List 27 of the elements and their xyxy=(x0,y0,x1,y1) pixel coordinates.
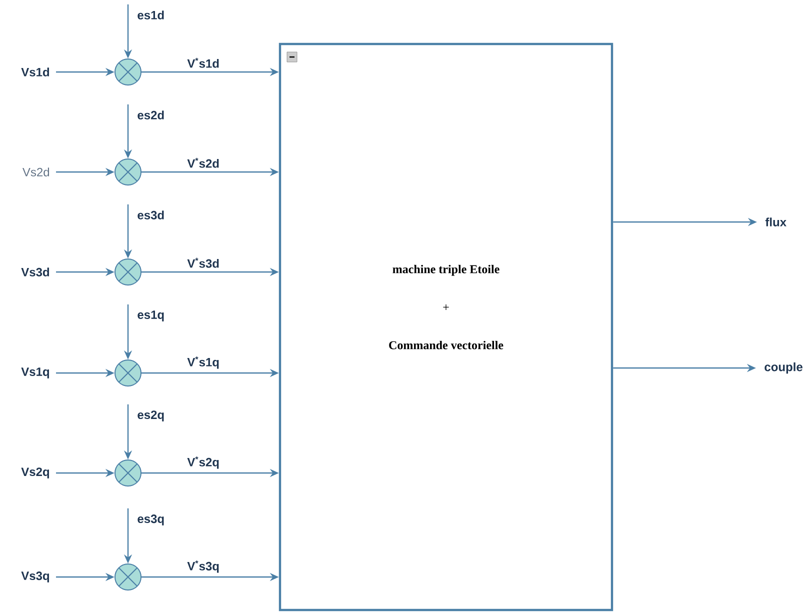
disturbance-label: es2q xyxy=(138,410,164,422)
input-label: Vs3q xyxy=(21,572,49,582)
input-label: Vs1d xyxy=(21,68,50,76)
edge-label: V$^{*}$s2d xyxy=(186,156,220,169)
disturbance-label: es1q xyxy=(138,310,164,322)
disturbance-label: es2d xyxy=(138,110,164,120)
disturbance-label: es3q xyxy=(138,514,164,526)
multiplier-circle xyxy=(114,360,142,386)
edge-label: V$^{*}$s2q xyxy=(186,455,220,470)
input-label: Vs2d xyxy=(22,168,50,176)
input-label: Vs2q xyxy=(21,468,49,478)
edge-label: V$^{*}$s3q xyxy=(186,559,220,574)
multiplier-circle xyxy=(114,158,142,186)
disturbance-label: es1d xyxy=(138,10,164,20)
edge-label: V$^{*}$s3d xyxy=(186,256,220,269)
input-label: Vs1q xyxy=(21,368,49,378)
output-label: couple xyxy=(764,362,802,374)
multiplier-circle xyxy=(114,258,142,286)
multiplier-circle xyxy=(114,460,142,486)
multiplier-circle xyxy=(114,564,142,590)
disturbance-label: es3d xyxy=(138,210,164,220)
edge-label: V$^{*}$s1d xyxy=(186,56,220,69)
output-label: flux xyxy=(765,218,786,226)
input-label: Vs3d xyxy=(21,268,50,276)
multiplier-circle xyxy=(114,58,142,86)
edge-label: V$^{*}$s1q xyxy=(186,355,220,370)
system-block: machine triple Etoile + Commande vectorielle xyxy=(278,42,614,612)
